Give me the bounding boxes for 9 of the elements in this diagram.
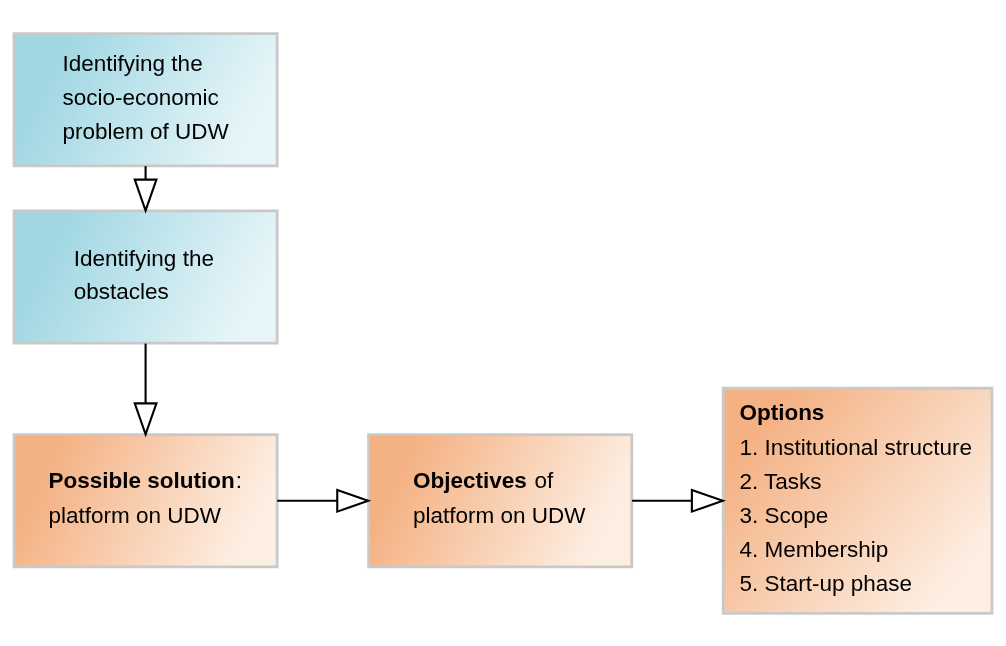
node-box: Identifying the obstacles bbox=[12, 209, 279, 345]
node-box: Possible solution: platform on UDW bbox=[12, 432, 279, 568]
arrow bbox=[133, 165, 158, 214]
arrow bbox=[632, 488, 727, 513]
arrow bbox=[133, 343, 158, 438]
arrow bbox=[277, 488, 372, 513]
node-box: Objectives of platform on UDW bbox=[367, 432, 634, 568]
node-box: Options 1. Institutional structure 2. Tasks 3. Scope 4. Membership 5. Start-up phase bbox=[721, 386, 994, 615]
node-box: Identifying the socio-economic problem of UDW bbox=[12, 31, 279, 167]
